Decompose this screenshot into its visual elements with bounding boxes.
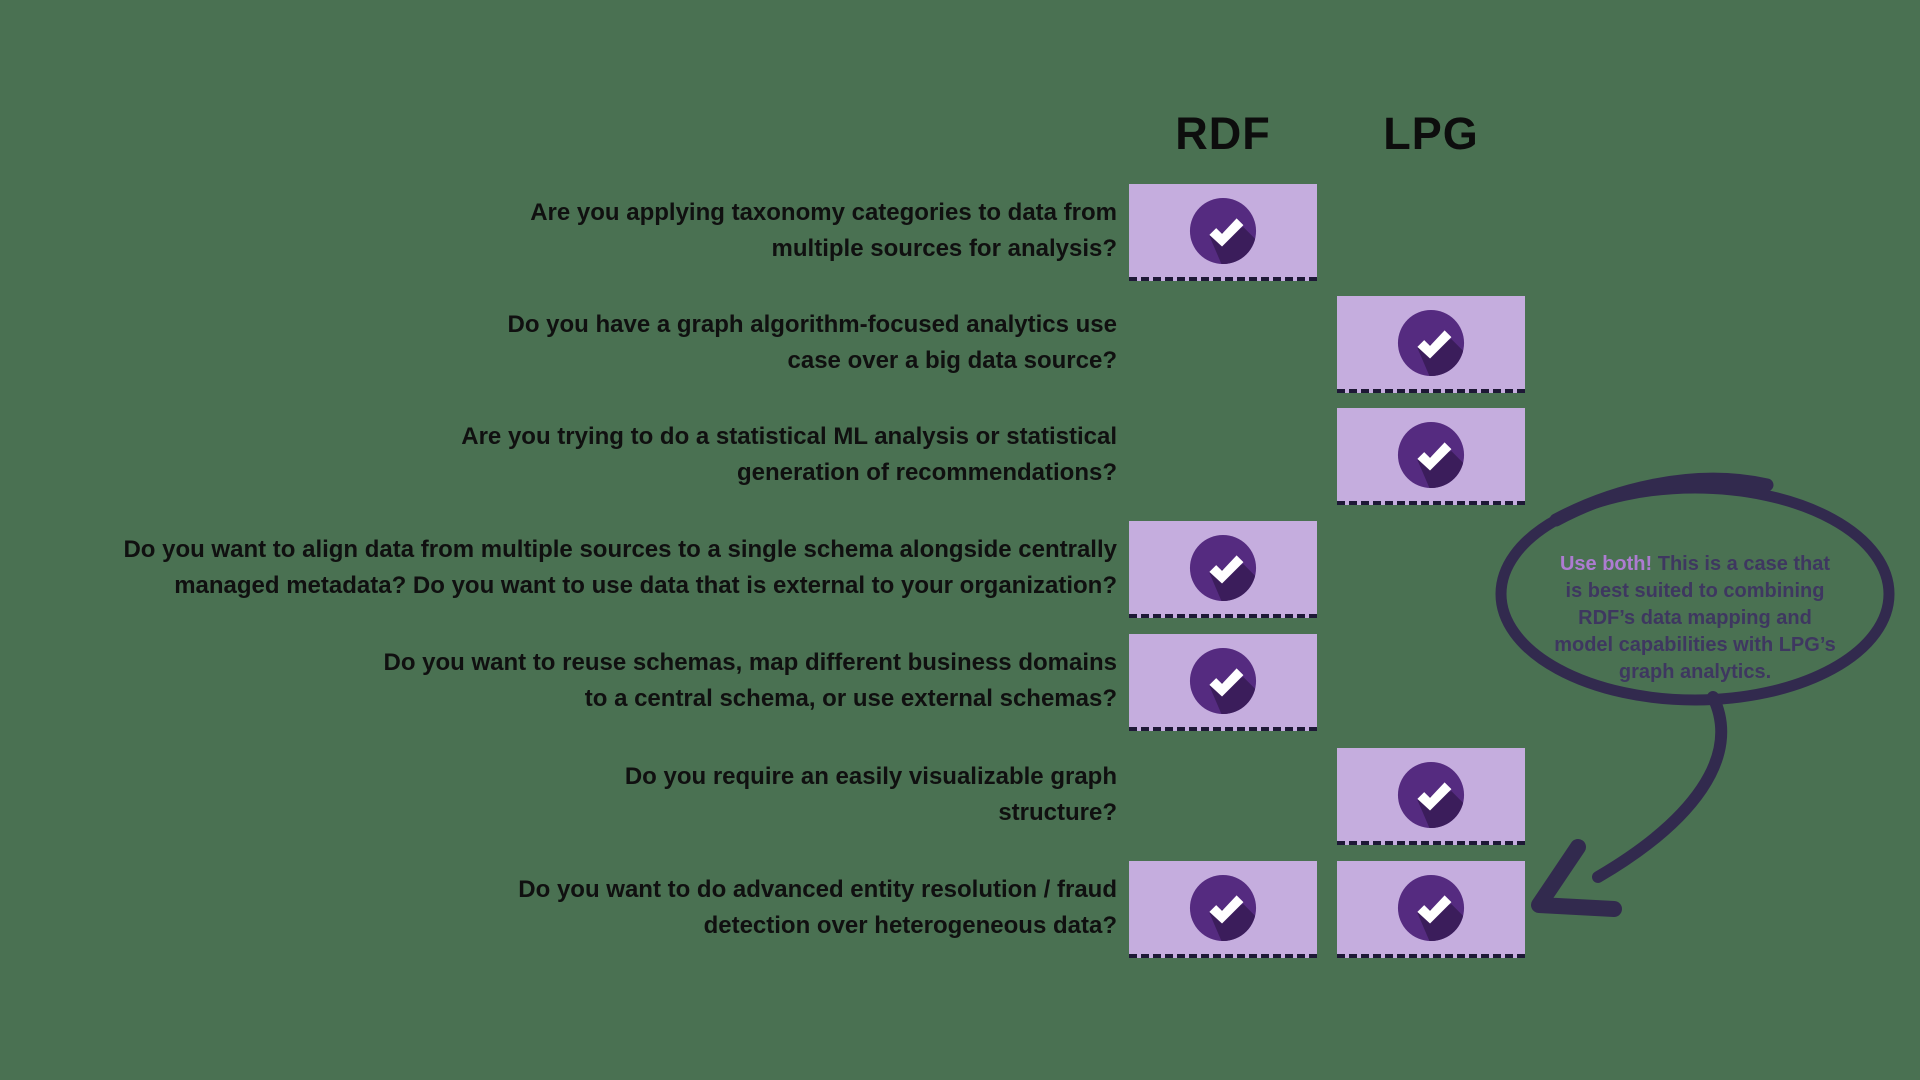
bubble-note: Use both! This is a case that is best su… <box>1518 551 1872 686</box>
question-text: Do you want to reuse schemas, map differ… <box>383 648 1117 712</box>
column-header-rdf: RDF <box>1175 108 1271 159</box>
checkmark-icon <box>1396 760 1466 830</box>
decision-row: Do you have a graph algorithm-focused an… <box>0 296 1920 393</box>
check-cell-lpg <box>1337 748 1525 845</box>
decision-row: Do you want to align data from multiple … <box>0 521 1920 618</box>
check-cell-rdf <box>1129 861 1317 958</box>
check-cell-rdf <box>1129 634 1317 731</box>
check-cell-rdf <box>1129 184 1317 281</box>
question-text: Are you applying taxonomy categories to … <box>530 198 1117 262</box>
decision-row: Do you want to do advanced entity resolu… <box>0 861 1920 958</box>
check-cell-lpg <box>1337 408 1525 505</box>
checkmark-icon <box>1396 420 1466 490</box>
question-text: Do you require an easily visualizable gr… <box>624 762 1117 826</box>
checkmark-icon <box>1396 308 1466 378</box>
checkmark-icon <box>1188 646 1258 716</box>
decision-row: Do you require an easily visualizable gr… <box>0 748 1920 845</box>
question-text: Do you want to align data from multiple … <box>123 535 1117 599</box>
question-text: Are you trying to do a statistical ML an… <box>461 422 1117 486</box>
check-cell-rdf <box>1129 521 1317 618</box>
check-cell-lpg <box>1337 296 1525 393</box>
checkmark-icon <box>1188 196 1258 266</box>
question-text: Do you have a graph algorithm-focused an… <box>507 310 1117 374</box>
check-cell-lpg <box>1337 861 1525 958</box>
column-header-lpg: LPG <box>1383 108 1479 159</box>
checkmark-icon <box>1396 873 1466 943</box>
decision-row: Are you applying taxonomy categories to … <box>0 184 1920 281</box>
checkmark-icon <box>1188 533 1258 603</box>
decision-row: Are you trying to do a statistical ML an… <box>0 408 1920 505</box>
checkmark-icon <box>1188 873 1258 943</box>
bubble-note-highlight: Use both! <box>1559 553 1658 575</box>
bubble-note-body: This is a case that is best suited to co… <box>1554 553 1836 683</box>
decision-row: Do you want to reuse schemas, map differ… <box>0 634 1920 731</box>
question-text: Do you want to do advanced entity resolu… <box>518 875 1117 939</box>
